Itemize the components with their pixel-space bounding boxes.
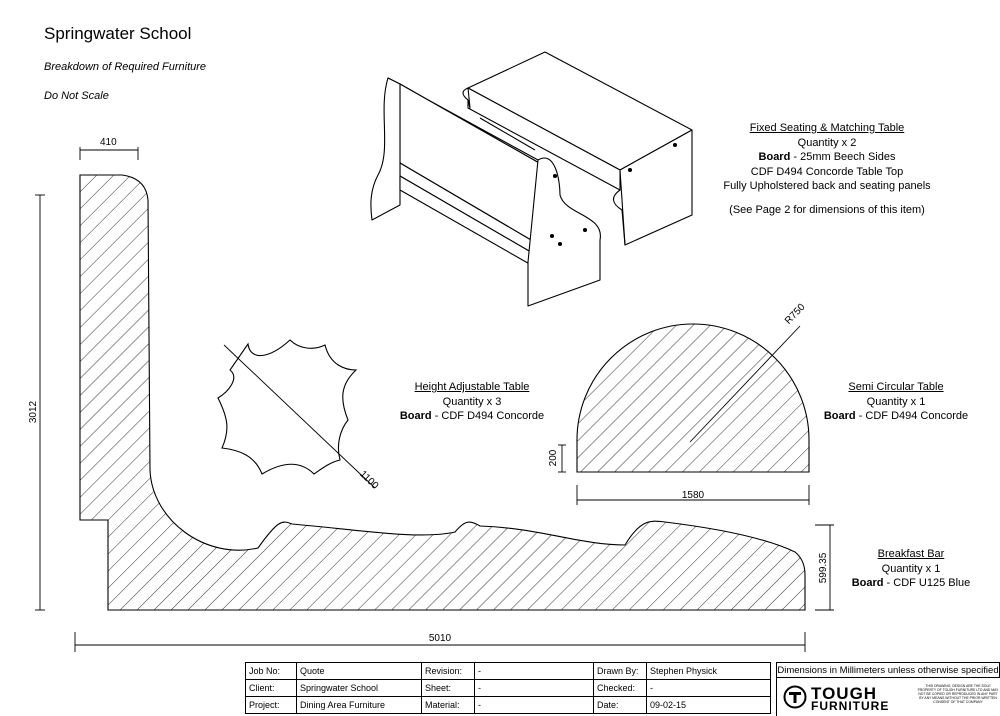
project-value: Dining Area Furniture — [296, 696, 422, 714]
company-logo: TOUGH FURNITURE THIS DRAWING, DESIGN ARE… — [776, 678, 1000, 716]
material-value: - — [474, 696, 594, 714]
sheet-value: - — [474, 679, 594, 697]
breakfast-bar-board-label: Board — [851, 577, 884, 589]
round-table-drawing — [217, 339, 358, 475]
height-adjustable-info: Height Adjustable Table Quantity x 3 Boa… — [392, 380, 552, 424]
logo-text-furniture: FURNITURE — [811, 699, 890, 713]
fixed-seating-note: (See Page 2 for dimensions of this item) — [729, 203, 925, 216]
semi-circular-quantity: Quantity x 1 — [866, 395, 926, 408]
dim-semi-width: 1580 — [682, 490, 705, 501]
breakfast-bar-heading: Breakfast Bar — [877, 548, 945, 560]
scale-note: Do Not Scale — [44, 90, 109, 102]
checked-label: Checked: — [593, 679, 647, 697]
revision-value: - — [474, 662, 594, 680]
semi-circular-info: Semi Circular Table Quantity x 1 Board -… — [816, 380, 976, 424]
fixed-seating-quantity: Quantity x 2 — [797, 136, 857, 149]
fixed-seating-line3: CDF D494 Concorde Table Top — [750, 165, 904, 178]
height-adjustable-heading: Height Adjustable Table — [414, 381, 530, 393]
job-value: Quote — [296, 662, 422, 680]
dimension-lines — [35, 147, 834, 652]
fixed-seating-board-value: - 25mm Beech Sides — [790, 151, 896, 163]
checked-value: - — [646, 679, 771, 697]
copyright-notice: THIS DRAWING, DESIGN ARE THE SOLE PROPER… — [917, 684, 999, 704]
fixed-seating-info: Fixed Seating & Matching Table Quantity … — [712, 121, 942, 217]
breakfast-bar-board-value: - CDF U125 Blue — [883, 577, 971, 589]
fixed-seating-line4: Fully Upholstered back and seating panel… — [723, 180, 931, 192]
material-label: Material: — [421, 696, 475, 714]
fixed-seating-board-label: Board — [758, 151, 791, 163]
client-label: Client: — [245, 679, 297, 697]
fixed-seating-heading: Fixed Seating & Matching Table — [749, 122, 905, 134]
revision-label: Revision: — [421, 662, 475, 680]
height-adjustable-board-label: Board — [399, 410, 432, 422]
semi-circular-board-label: Board — [823, 410, 856, 422]
dim-bar-length: 5010 — [429, 633, 452, 644]
sheet-label: Sheet: — [421, 679, 475, 697]
drawn-by-value: Stephen Physick — [646, 662, 771, 680]
job-label: Job No: — [245, 662, 297, 680]
dim-bar-height: 3012 — [28, 400, 39, 423]
client-value: Springwater School — [296, 679, 422, 697]
fixed-seating-drawing — [370, 51, 693, 307]
breakfast-bar-drawing — [79, 174, 806, 611]
dim-bar-top-width: 410 — [100, 137, 117, 148]
dim-semi-height: 200 — [548, 449, 559, 466]
page-title: Springwater School — [44, 24, 192, 43]
page-subtitle: Breakdown of Required Furniture — [44, 61, 207, 73]
project-label: Project: — [245, 696, 297, 714]
breakfast-bar-quantity: Quantity x 1 — [881, 562, 941, 575]
drawing-canvas: 410 3012 5010 599.35 1100 R750 200 1580 — [28, 51, 834, 652]
drawn-by-label: Drawn By: — [593, 662, 647, 680]
semi-circular-board-value: - CDF D494 Concorde — [855, 410, 969, 422]
dim-round-diameter: 1100 — [357, 469, 380, 492]
date-label: Date: — [593, 696, 647, 714]
breakfast-bar-info: Breakfast Bar Quantity x 1 Board - CDF U… — [836, 547, 986, 591]
height-adjustable-quantity: Quantity x 3 — [442, 395, 502, 408]
tough-furniture-logo-icon — [783, 685, 807, 709]
dim-semi-radius: R750 — [783, 302, 808, 327]
semi-circle-table-drawing — [576, 323, 810, 473]
logo-text-tough: TOUGH — [811, 684, 878, 703]
height-adjustable-board-value: - CDF D494 Concorde — [431, 410, 545, 422]
dimensions-note: Dimensions in Millimeters unless otherwi… — [776, 662, 1000, 678]
dim-bar-depth: 599.35 — [818, 552, 829, 583]
title-block: Job No: Quote Revision: - Drawn By: Step… — [245, 662, 771, 714]
date-value: 09-02-15 — [646, 696, 771, 714]
semi-circular-heading: Semi Circular Table — [848, 381, 944, 393]
